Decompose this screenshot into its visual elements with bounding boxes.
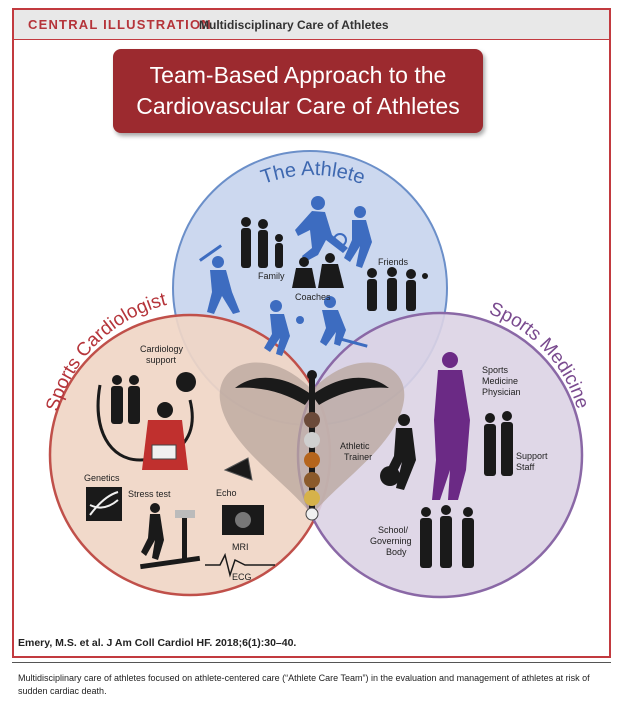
ecg-trace-icon xyxy=(205,552,275,578)
header-subtitle: Multidisciplinary Care of Athletes xyxy=(199,18,389,32)
caduceus-icon xyxy=(235,370,389,521)
label-school-2: Governing xyxy=(370,536,412,546)
runner-icon xyxy=(295,196,348,262)
header-tag: CENTRAL ILLUSTRATION xyxy=(28,17,212,32)
support-staff-icon xyxy=(484,411,513,476)
treadmill-icon xyxy=(140,503,201,570)
label-support-1: Support xyxy=(516,451,548,461)
echo-icon xyxy=(223,457,253,481)
baseball-player-icon xyxy=(199,244,240,314)
header-bar: CENTRAL ILLUSTRATION Multidisciplinary C… xyxy=(14,10,609,40)
label-friends: Friends xyxy=(378,257,409,267)
label-school-3: Body xyxy=(386,547,407,557)
cardiologist-silhouettes xyxy=(86,372,275,578)
label-sports-2: Medicine xyxy=(482,376,518,386)
label-mri: MRI xyxy=(232,542,249,552)
page-title: Team-Based Approach to the Cardiovascula… xyxy=(113,49,483,133)
label-support-2: Staff xyxy=(516,462,535,472)
label-sports-3: Physician xyxy=(482,387,521,397)
medicine-silhouettes xyxy=(380,352,513,568)
trainer-icon xyxy=(380,414,416,490)
figure-caption: Multidisciplinary care of athletes focus… xyxy=(18,673,590,696)
label-trainer: Trainer xyxy=(344,452,372,462)
physician-icon xyxy=(432,352,470,500)
label-school-1: School/ xyxy=(378,525,409,535)
label-cardiology-support-2: support xyxy=(146,355,177,365)
cardiology-support-icon xyxy=(111,375,140,424)
label-cardiology-support-1: Cardiology xyxy=(140,344,184,354)
family-icon xyxy=(241,217,283,268)
label-family: Family xyxy=(258,271,285,281)
tennis-player-icon xyxy=(333,206,372,268)
friends-icon xyxy=(367,267,428,311)
label-echo: Echo xyxy=(216,488,237,498)
title-line-2: Cardiovascular Care of Athletes xyxy=(136,93,460,119)
basketball-player-icon xyxy=(264,300,304,356)
governing-body-icon xyxy=(420,505,474,568)
label-sports-1: Sports xyxy=(482,365,509,375)
label-ecg: ECG xyxy=(232,572,252,582)
label-genetics: Genetics xyxy=(84,473,120,483)
label-coaches: Coaches xyxy=(295,292,331,302)
stethoscope-icon xyxy=(96,372,196,462)
cardiologist-doctor-icon xyxy=(142,402,188,470)
coaches-icon xyxy=(292,253,344,288)
footer-divider xyxy=(12,662,611,663)
hockey-player-icon xyxy=(320,296,368,348)
dna-icon xyxy=(86,487,122,521)
title-line-1: Team-Based Approach to the xyxy=(149,62,447,88)
citation: Emery, M.S. et al. J Am Coll Cardiol HF.… xyxy=(18,637,297,649)
label-athletic: Athletic xyxy=(340,441,370,451)
mri-icon xyxy=(222,505,264,535)
athlete-silhouettes xyxy=(199,196,428,356)
label-stress-test: Stress test xyxy=(128,489,171,499)
